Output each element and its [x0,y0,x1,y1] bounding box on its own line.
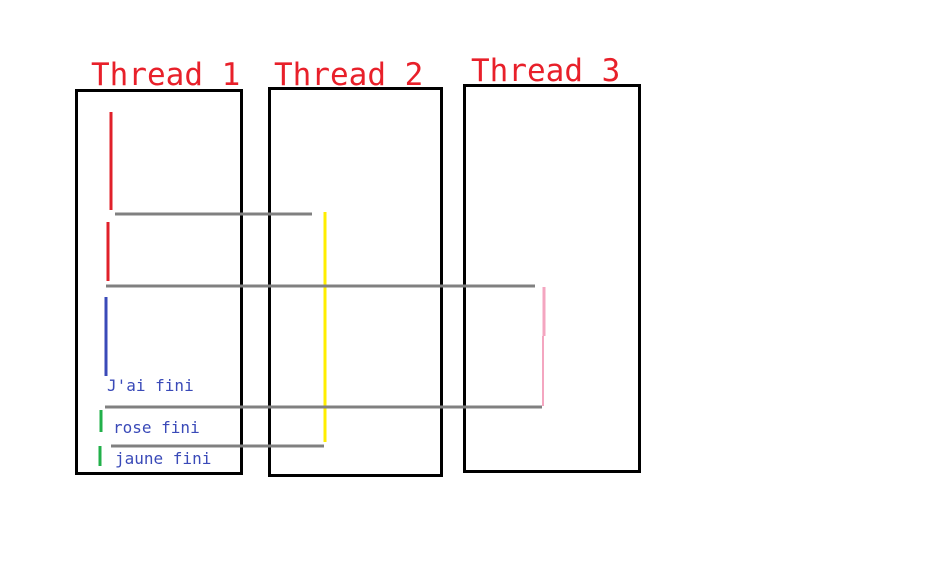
thread-1-box [75,89,243,475]
thread-3-box [463,84,641,473]
thread-2-box [268,87,443,477]
note-yellow-done: jaune fini [115,449,211,468]
thread-3-title: Thread 3 [471,53,620,89]
note-pink-done: rose fini [113,418,200,437]
thread-1-title: Thread 1 [91,57,240,93]
note-done: J'ai fini [107,376,194,395]
